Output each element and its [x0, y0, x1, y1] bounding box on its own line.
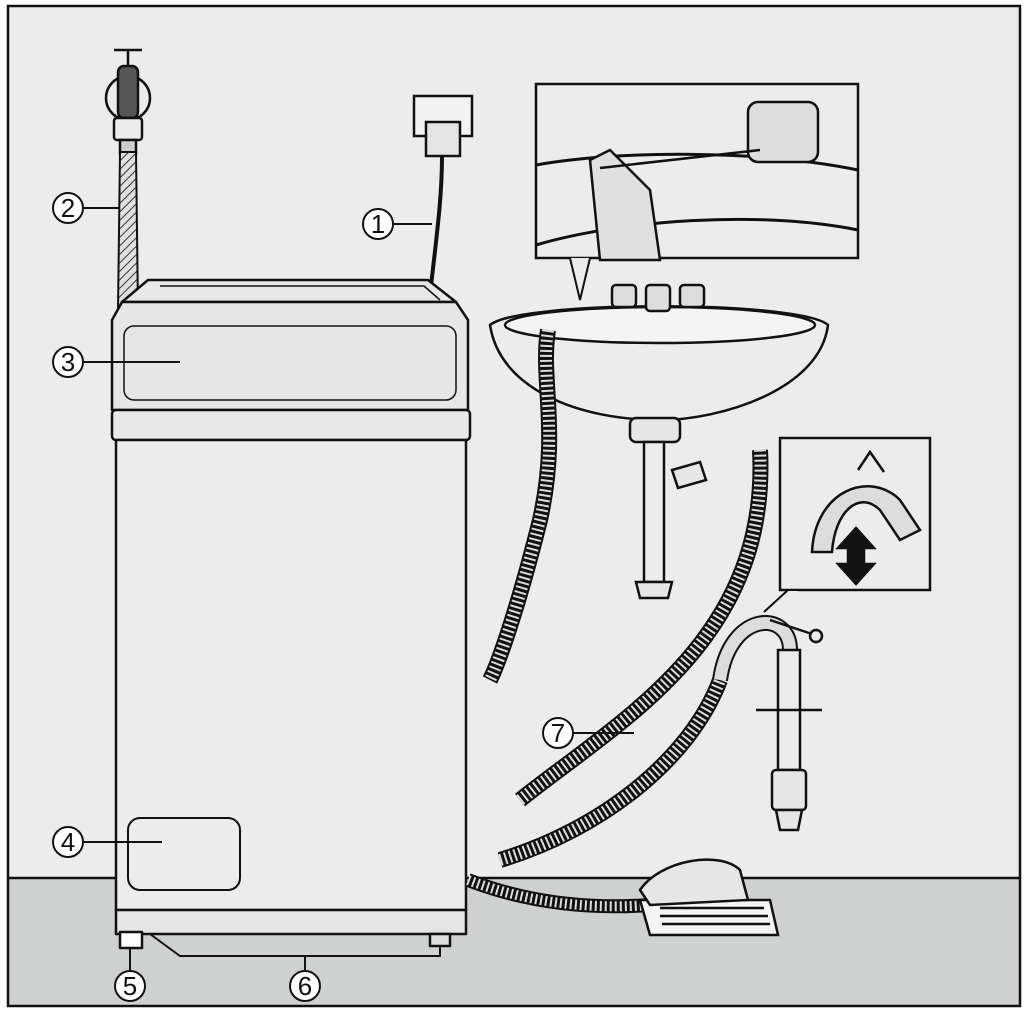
machine-lid	[120, 278, 458, 304]
callout-number: 7	[551, 718, 565, 748]
washing-machine	[110, 278, 472, 950]
circled-number-icon	[52, 826, 84, 858]
plinth	[114, 908, 468, 936]
callout-7: 7	[542, 717, 634, 749]
wash-basin	[488, 283, 830, 600]
standpipe	[712, 615, 824, 832]
circled-number-icon	[52, 192, 84, 224]
callout-2: 2	[52, 192, 120, 224]
rear-foot	[428, 932, 452, 948]
adjustable-foot	[118, 930, 144, 950]
callout-4: 4	[52, 826, 162, 858]
inset-pointer	[569, 257, 591, 301]
circled-number-icon	[542, 717, 574, 749]
drain-hose-standpipe	[515, 449, 769, 807]
service-flap	[127, 817, 241, 891]
callout-5: 5	[114, 948, 146, 1002]
callout-number: 3	[61, 347, 75, 377]
circled-number-icon	[52, 346, 84, 378]
callout-number: 1	[371, 209, 385, 239]
machine-top-band	[110, 408, 472, 442]
figure-frame	[6, 4, 1022, 1008]
callout-6: 6	[149, 933, 441, 1002]
circled-number-icon	[362, 208, 394, 240]
power-cord	[428, 155, 444, 296]
callout-number: 5	[123, 971, 137, 1001]
circled-number-icon	[114, 970, 146, 1002]
water-inlet-hose	[116, 151, 140, 311]
wall-tap	[104, 48, 152, 156]
floor-drain	[638, 858, 780, 937]
basin-taps-icon	[610, 283, 706, 313]
hook-inset-pointer	[763, 589, 800, 613]
hook-detail-inset	[778, 436, 932, 592]
callout-3: 3	[52, 346, 180, 378]
wall-socket	[412, 94, 474, 158]
sink-detail-inset	[534, 82, 860, 262]
callout-number: 6	[298, 971, 312, 1001]
callout-number: 2	[61, 193, 75, 223]
circled-number-icon	[289, 970, 321, 1002]
up-down-arrow-icon	[835, 526, 877, 586]
callout-number: 4	[61, 827, 75, 857]
callout-1: 1	[362, 208, 432, 240]
